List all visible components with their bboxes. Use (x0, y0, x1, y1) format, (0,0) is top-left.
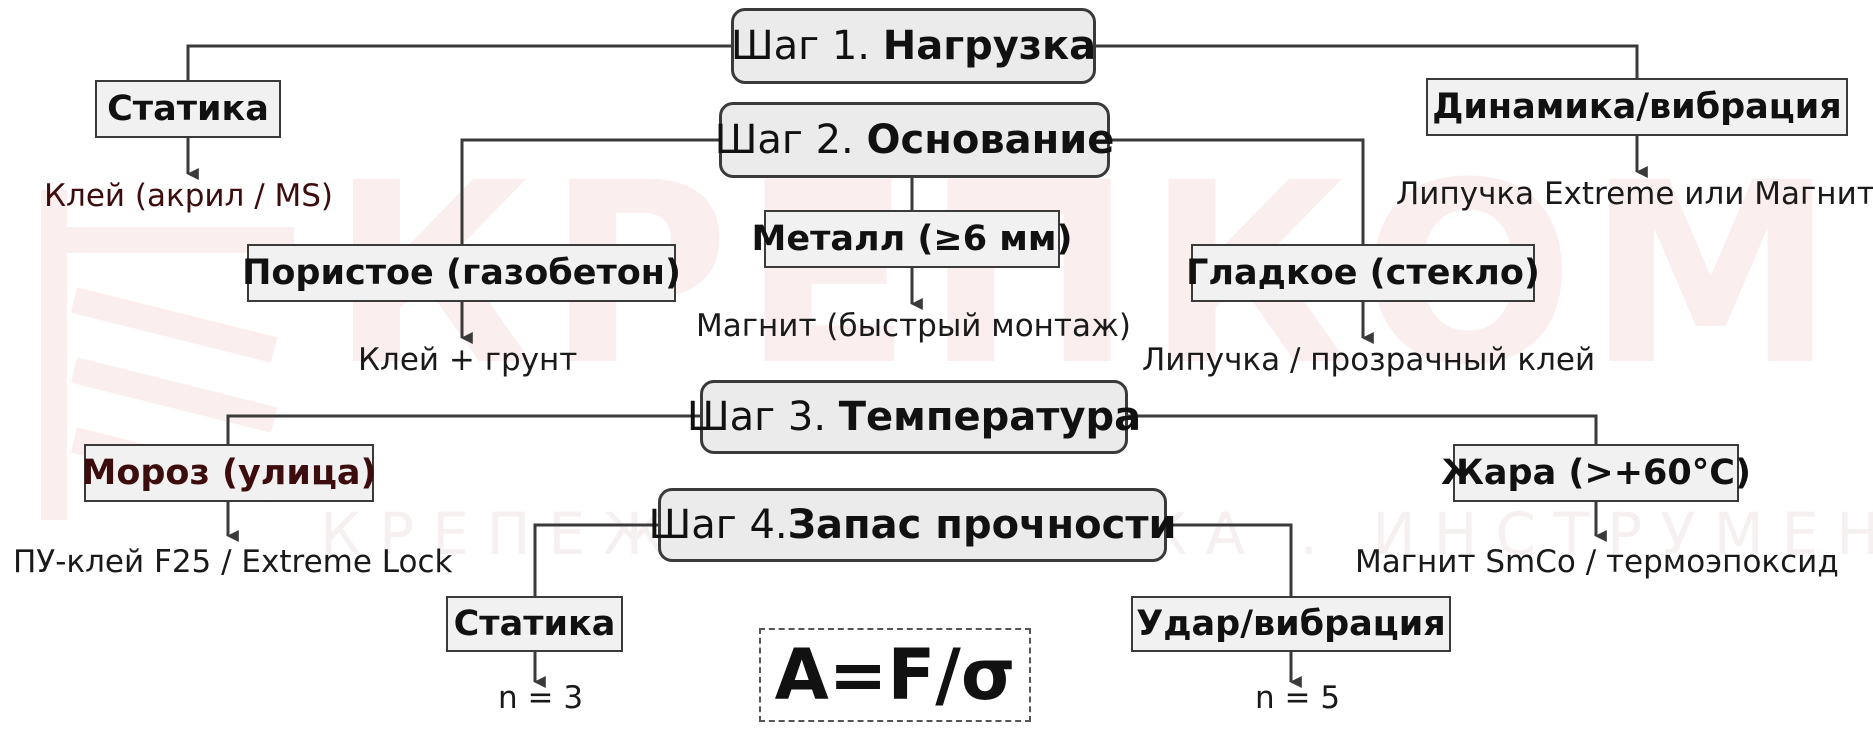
connector-step3-left (226, 414, 700, 446)
option-dynamic-load: Динамика/вибрация (1426, 78, 1848, 136)
connector-step1-left (186, 44, 731, 80)
connector-step3-right (1128, 414, 1598, 446)
connector-step2-left (460, 138, 719, 246)
result-metal-base: Магнит (быстрый монтаж) (696, 308, 1131, 344)
result-impact-safety: n = 5 (1255, 680, 1341, 716)
step-3-prefix: Шаг 3. (686, 394, 827, 440)
option-static-load: Статика (95, 80, 281, 138)
option-smooth-base: Гладкое (стекло) (1186, 244, 1540, 302)
result-heat: Магнит SmCo / термоэпоксид (1355, 544, 1839, 580)
step-2-box: Шаг 2. Основание (715, 102, 1114, 178)
result-static-safety: n = 3 (498, 680, 584, 716)
connector-step2-right (1110, 138, 1365, 246)
step-1-title: Нагрузка (882, 23, 1097, 69)
result-smooth-base: Липучка / прозрачный клей (1142, 342, 1596, 378)
option-static-safety: Статика (446, 596, 623, 652)
option-porous-base: Пористое (газобетон) (242, 244, 681, 302)
result-porous-base: Клей + грунт (358, 342, 578, 378)
step-4-box: Шаг 4.Запас прочности (648, 488, 1177, 562)
connector-step4-right (1167, 523, 1293, 598)
formula-box: A=F/σ (759, 628, 1031, 722)
option-heat: Жара (>+60°C) (1441, 444, 1751, 502)
step-2-prefix: Шаг 2. (714, 117, 854, 163)
result-dynamic-load: Липучка Extreme или Магнит (1396, 176, 1873, 212)
option-metal-base: Металл (≥6 мм) (752, 210, 1073, 268)
connector-step1-right (1096, 44, 1639, 80)
step-4-prefix: Шаг 4. (648, 502, 788, 548)
result-static-load: Клей (акрил / MS) (44, 178, 334, 214)
step-2-title: Основание (866, 117, 1115, 163)
step-1-box: Шаг 1. Нагрузка (731, 8, 1096, 84)
option-frost: Мороз (улица) (81, 444, 377, 502)
connector-step4-left (533, 523, 658, 598)
step-4-title: Запас прочности (787, 502, 1177, 548)
step-3-title: Температура (838, 394, 1142, 440)
step-1-prefix: Шаг 1. (730, 23, 870, 69)
result-frost: ПУ-клей F25 / Extreme Lock (13, 544, 453, 580)
option-impact-safety: Удар/вибрация (1131, 596, 1451, 652)
step-3-box: Шаг 3. Температура (687, 380, 1141, 454)
